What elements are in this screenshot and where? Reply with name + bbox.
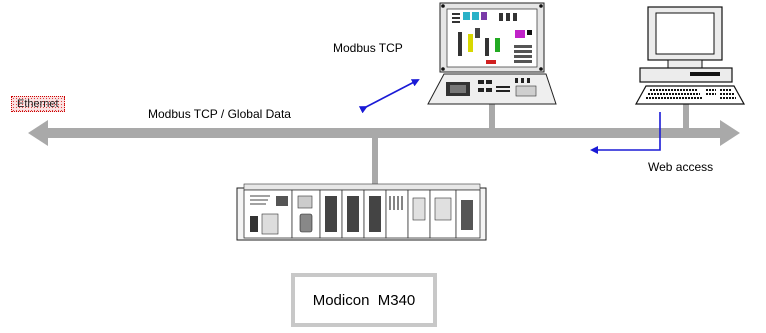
controller-name-box: Modicon M340 <box>291 273 437 327</box>
plc-drop-line <box>372 138 378 188</box>
hmi-drop-line <box>489 104 495 128</box>
plc-rack-icon <box>236 183 487 241</box>
ethernet-bus <box>28 120 740 146</box>
hmi-panel-icon <box>427 2 557 105</box>
pc-drop-line <box>683 104 689 128</box>
pc-workstation-icon <box>634 6 746 105</box>
hmi-link-label: Modbus TCP <box>333 41 403 55</box>
ethernet-label: Ethernet <box>11 96 65 112</box>
modbus-tcp-arrow <box>358 79 420 114</box>
web-access-arrow <box>590 112 661 154</box>
web-access-label: Web access <box>648 160 714 174</box>
bus-label: Modbus TCP / Global Data <box>148 107 291 121</box>
